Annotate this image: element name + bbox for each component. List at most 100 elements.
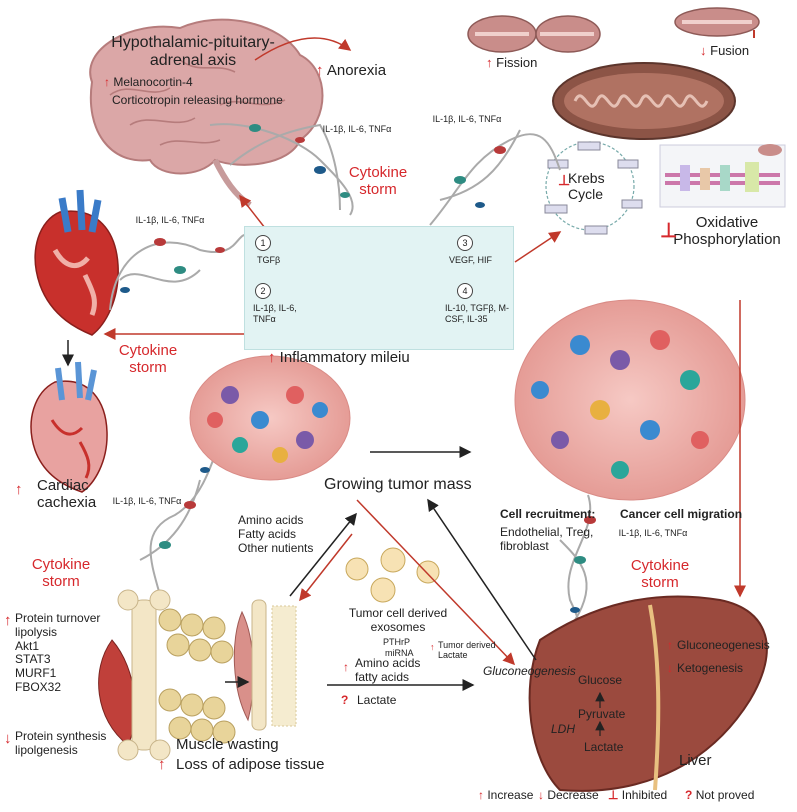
transport-amino-acids: ↑Amino acids [343, 656, 421, 674]
legend-increase: ↑ Increase [478, 788, 534, 803]
nutrient-fatty-acids: Fatty acids [238, 527, 297, 541]
liver-label: Liver [679, 752, 712, 769]
tumor-derived-lactate-text: Tumor derived Lactate [438, 640, 496, 661]
legend-not-proved: ? Not proved [685, 788, 755, 803]
transport-lactate: ?Lactate [341, 693, 397, 707]
legend-decrease-label: Decrease [547, 788, 599, 802]
mitochondria-fusion-illustration [674, 7, 760, 37]
cell-recruitment-cells: Endothelial, Treg, fibroblast [500, 525, 594, 553]
loss-of-adipose-label: Loss of adipose tissue [176, 756, 325, 773]
exosome-item-pthrp: PTHrP [383, 637, 410, 647]
liver-ketogenesis: ↓Ketogenesis [667, 661, 744, 675]
muscle-up-item: MURF1 [15, 666, 57, 681]
hpa-item-melanocortin-text: Melanocortin-4 [113, 75, 193, 89]
krebs-cycle-label: ⊥Krebs Cycle [558, 170, 605, 203]
cardiac-cachexia-label: ↑Cardiac cachexia [15, 477, 115, 512]
muscle-up-item: Akt1 [15, 638, 40, 653]
cytokine-label-brain: IL-1β, IL-6, TNFα [322, 124, 392, 134]
oxphos-label: ⊥Oxidative Phosphorylation [660, 214, 781, 249]
legend-inhibited: ⊥ Inhibited [608, 788, 668, 803]
legend-not-proved-symbol: ? [685, 788, 693, 802]
tumor-mass-left [189, 355, 351, 481]
milieu-item-3: VEGF, HIF [449, 255, 493, 265]
cytokine-beads [120, 124, 596, 613]
cytokine-helix-brain [209, 123, 354, 216]
transport-lactate-text: Lactate [357, 693, 397, 707]
legend-increase-symbol: ↑ [478, 788, 484, 802]
inflammatory-milieu-label: ↑ Inflammatory mileiu [268, 349, 410, 366]
anorexia-label: ↑ Anorexia [316, 62, 387, 79]
hpa-item-crh: Corticotropin releasing hormone [112, 93, 283, 107]
cardiac-cachexia-text: Cardiac cachexia [37, 477, 97, 512]
muscle-increase-arrow: ↑ [4, 612, 12, 629]
milieu-item-1: TGFβ [257, 255, 281, 265]
cancer-cell-migration-label: Cancer cell migration [620, 507, 743, 521]
liver-ketogenesis-text: Ketogenesis [677, 661, 744, 675]
cytokine-helix-krebs [429, 129, 561, 226]
krebs-cycle-text: Krebs Cycle [568, 170, 605, 203]
mitochondrion-large-illustration [552, 62, 736, 140]
anorexia-text: Anorexia [326, 62, 387, 79]
inflammatory-milieu-box: 1 TGFβ 2 IL-1β, IL-6, TNFα 3 VEGF, HIF 4… [244, 226, 514, 350]
tumor-derived-lactate-label: ↑Tumor derived Lactate [430, 640, 496, 661]
cytokine-label-liver: IL-1β, IL-6, TNFα [618, 528, 688, 538]
legend-decrease: ↓ Decrease [538, 788, 599, 803]
milieu-number-3: 3 [457, 235, 473, 251]
muscle-decrease-arrow: ↓ [4, 730, 12, 747]
oxphos-text: Oxidative Phosphorylation [673, 214, 781, 249]
muscle-up-item: FBOX32 [15, 679, 62, 694]
cytokine-helix-muscle [139, 439, 221, 596]
muscle-down-item: lipolgenesis [15, 742, 78, 757]
hpa-axis-title: Hypothalamic-pituitary-adrenal axis [111, 34, 275, 70]
milieu-number-2: 2 [255, 283, 271, 299]
milieu-item-4: IL-10, TGFβ, M-CSF, IL-35 [445, 303, 510, 324]
cell-recruitment-title: Cell recruitment: [500, 507, 596, 521]
muscle-down-item: Protein synthesis [15, 729, 107, 743]
fusion-label: ↓ Fusion [700, 43, 750, 58]
cytokine-storm-brain: Cytokine storm [348, 164, 408, 199]
exosomes-illustration [345, 547, 440, 603]
muscle-bone-illustration [98, 589, 171, 761]
wasted-muscle-illustration [233, 599, 297, 731]
legend-not-proved-label: Not proved [695, 788, 755, 802]
legend-increase-label: Increase [487, 788, 534, 802]
nutrient-other: Other nutients [238, 541, 314, 555]
fission-text: Fission [496, 55, 538, 70]
fission-label: ↑ Fission [486, 55, 538, 70]
tumor-mass-right [514, 299, 746, 501]
heart-illustration [34, 189, 119, 336]
muscle-wasting-label: Muscle wasting [176, 736, 279, 753]
liver-gluconeogenesis-up: ↑Gluconeogenesis [667, 638, 770, 652]
adipose-tissue-illustration [158, 608, 236, 744]
liver-ldh: LDH [551, 722, 576, 736]
liver-illustration [528, 595, 768, 792]
muscle-up-list: Protein turnover lipolysis Akt1 STAT3 MU… [15, 611, 115, 695]
cytokine-storm-muscle: Cytokine storm [31, 556, 91, 591]
growing-tumor-mass-label: Growing tumor mass [324, 476, 472, 493]
cytokine-storm-liver: Cytokine storm [630, 557, 690, 592]
oxphos-panel [659, 144, 786, 208]
muscle-down-list: Protein synthesis lipolgenesis [15, 729, 135, 758]
heart-cachexia-illustration [30, 361, 108, 493]
cytokine-label-heart: IL-1β, IL-6, TNFα [135, 215, 205, 225]
liver-glucose: Glucose [578, 673, 623, 687]
muscle-up-item: lipolysis [15, 624, 58, 639]
cytokine-storm-heart: Cytokine storm [118, 342, 178, 377]
milieu-number-1: 1 [255, 235, 271, 251]
hpa-item-melanocortin: ↑ Melanocortin-4 [104, 75, 193, 89]
nutrient-amino-acids: Amino acids [238, 513, 304, 527]
transport-fatty-acids: fatty acids [355, 670, 410, 684]
cytokine-label-krebs: IL-1β, IL-6, TNFα [432, 114, 502, 124]
liver-gluconeogenesis-side: Gluconeogenesis [483, 664, 576, 678]
legend-decrease-symbol: ↓ [538, 788, 544, 802]
muscle-up-item: Protein turnover [15, 611, 101, 625]
legend-inhibited-symbol: ⊥ [608, 788, 619, 802]
mitochondria-fission-illustration [467, 15, 601, 53]
inflammatory-milieu-text: Inflammatory mileiu [279, 349, 410, 366]
legend-inhibited-label: Inhibited [621, 788, 668, 802]
liver-lactate: Lactate [584, 740, 624, 754]
cytokine-helix-heart [109, 233, 251, 311]
liver-gluconeogenesis-up-text: Gluconeogenesis [677, 638, 770, 652]
transport-amino-acids-text: Amino acids [355, 656, 421, 670]
